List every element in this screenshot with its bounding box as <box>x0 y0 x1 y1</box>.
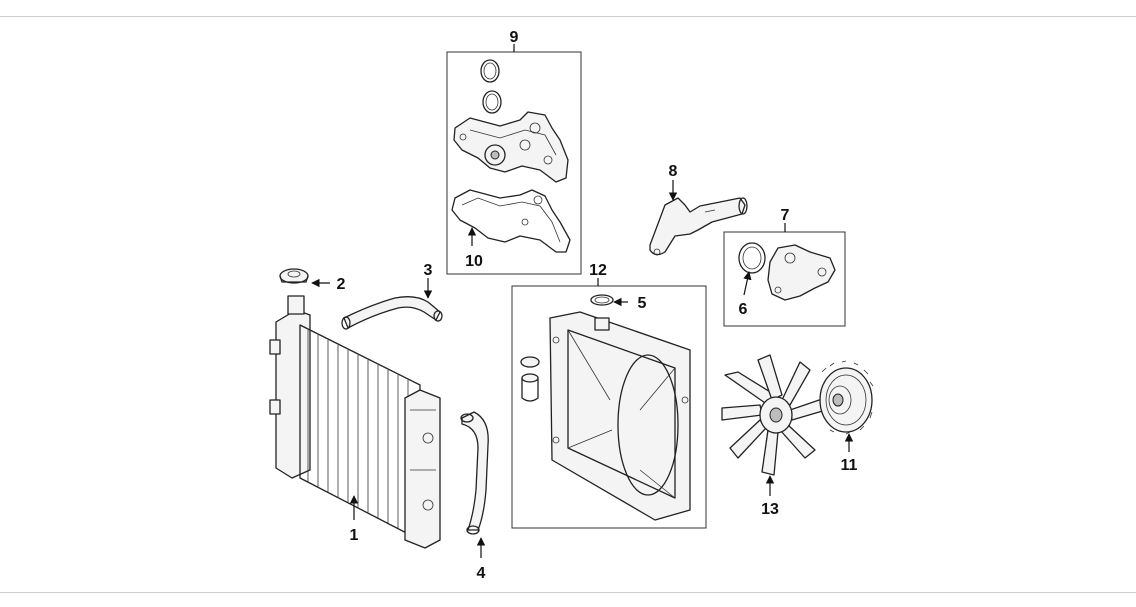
callout-11: 11 <box>841 457 858 474</box>
callout-4: 4 <box>477 565 486 582</box>
top-divider <box>0 16 1136 17</box>
fan-shroud <box>549 311 691 521</box>
thermostat-housing <box>767 244 836 301</box>
radiator-cap <box>279 268 309 284</box>
bottom-divider <box>0 592 1136 593</box>
callout-6-leader <box>743 271 752 296</box>
cooling-fan-blade <box>721 354 827 476</box>
callout-13: 13 <box>761 501 779 518</box>
water-pump-gasket <box>451 189 571 253</box>
reservoir-parts <box>520 356 540 402</box>
fan-shroud-box <box>511 285 707 529</box>
lower-radiator-hose <box>460 411 489 535</box>
water-outlet-pipe <box>649 197 748 256</box>
callout-7: 7 <box>781 207 790 224</box>
radiator <box>269 295 441 549</box>
upper-radiator-hose <box>341 296 443 330</box>
callout-1: 1 <box>350 527 359 544</box>
callout-10: 10 <box>465 253 483 270</box>
callout-12: 12 <box>589 262 607 279</box>
thermostat-gasket <box>738 242 766 274</box>
callout-9: 9 <box>510 29 519 46</box>
callout-6: 6 <box>739 301 748 318</box>
callout-3: 3 <box>424 262 433 279</box>
callout-8: 8 <box>669 163 678 180</box>
callout-5: 5 <box>638 295 647 312</box>
water-pump <box>453 111 569 183</box>
fan-clutch <box>819 360 874 435</box>
hose-clamp <box>590 294 614 306</box>
o-rings <box>480 59 502 114</box>
callout-2: 2 <box>337 276 346 293</box>
